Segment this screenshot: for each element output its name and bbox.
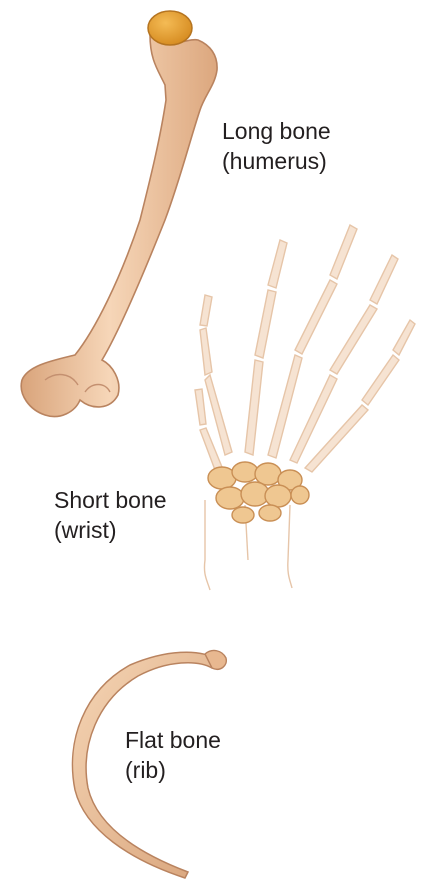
long-bone-label: Long bone (humerus): [222, 116, 331, 176]
short-bone-label: Short bone (wrist): [54, 485, 167, 545]
short-bone-example: (wrist): [54, 515, 167, 545]
flat-bone-example: (rib): [125, 755, 221, 785]
flat-bone-name: Flat bone: [125, 725, 221, 755]
carpal-bones-wrist: [208, 462, 309, 523]
hand-skeleton: [195, 225, 415, 590]
long-bone-humerus: [21, 11, 217, 417]
flat-bone-label: Flat bone (rib): [125, 725, 221, 785]
humerus-head: [148, 11, 192, 45]
long-bone-name: Long bone: [222, 116, 331, 146]
short-bone-name: Short bone: [54, 485, 167, 515]
long-bone-example: (humerus): [222, 146, 331, 176]
